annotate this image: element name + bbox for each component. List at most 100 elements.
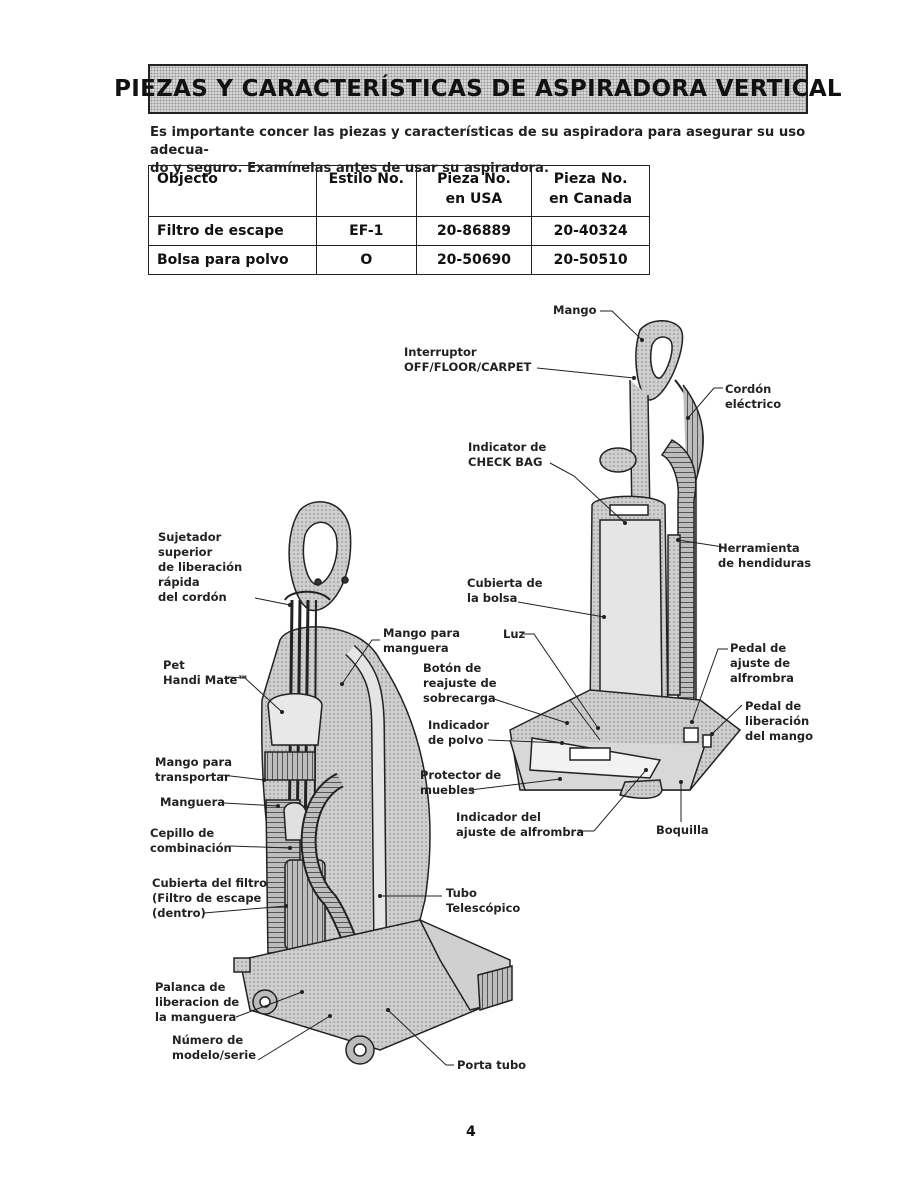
label-boton-sobrecarga: Botón de reajuste de sobrecarga (423, 661, 497, 706)
label-pedal-alfombra-line3: alfrombra (730, 671, 794, 685)
table-cell: 20-50690 (415, 245, 533, 275)
label-palanca: Palanca de liberacion de la manguera (155, 980, 239, 1025)
label-cordon-line2: eléctrico (725, 397, 782, 411)
label-interruptor-line1: Interruptor (404, 345, 477, 359)
label-porta-tubo: Porta tubo (457, 1058, 527, 1072)
leader-arrowheads (262, 338, 714, 1018)
table-cell: O (316, 245, 417, 275)
page-title: PIEZAS Y CARACTERÍSTICAS DE ASPIRADORA V… (114, 76, 842, 102)
label-herramienta-line1: Herramienta (718, 541, 800, 555)
label-interruptor-line2: OFF/FLOOR/CARPET (404, 360, 532, 374)
front-vacuum-illustration (509, 320, 742, 800)
table-row: Filtro de escape EF-1 20-86889 20-40324 (148, 216, 650, 246)
label-boton-line1: Botón de (423, 661, 482, 675)
table-row: Bolsa para polvo O 20-50690 20-50510 (148, 245, 650, 275)
label-check-bag-line1: Indicator de (468, 440, 547, 454)
rear-vacuum-illustration (233, 501, 513, 1065)
label-cubierta-filtro-line1: Cubierta del filtro (152, 876, 268, 890)
label-protector-line2: muebles (420, 783, 475, 797)
label-boquilla: Boquilla (656, 823, 709, 837)
label-mango-transportar-line1: Mango para (155, 755, 232, 769)
label-pedal-mango-line2: liberación (745, 714, 810, 728)
label-palanca-line1: Palanca de (155, 980, 226, 994)
table-cell: Bolsa para polvo (148, 245, 317, 275)
label-pet-line1: Pet (163, 658, 185, 672)
table-cell: Filtro de escape (148, 216, 317, 246)
label-luz: Luz (503, 627, 526, 641)
label-indicador-polvo: Indicador de polvo (428, 718, 489, 748)
label-numero-line1: Número de (172, 1033, 244, 1047)
header-estilo-text: Estilo No. (328, 171, 404, 187)
table-cell: 20-40324 (531, 216, 650, 246)
label-protector-muebles: Protector de muebles (420, 768, 501, 798)
label-cubierta-filtro-line3: (dentro) (152, 906, 206, 920)
label-pedal-alfombra: Pedal de ajuste de alfrombra (730, 641, 794, 686)
leader-lines (203, 310, 743, 1066)
label-sujetador: Sujetador superior de liberación rápida … (158, 530, 242, 605)
table-cell: 20-50510 (531, 245, 650, 275)
label-interruptor: Interruptor OFF/FLOOR/CARPET (404, 345, 531, 375)
label-check-bag-line2: CHECK BAG (468, 455, 543, 469)
parts-table: Objecto Estilo No. Pieza No. en USA Piez… (148, 165, 650, 275)
label-indicador-ajuste-line1: Indicador del (456, 810, 541, 824)
table-cell: 20-86889 (415, 216, 533, 246)
label-indicador-check-bag: Indicator de CHECK BAG (468, 440, 546, 470)
label-mango: Mango (553, 303, 597, 317)
label-cepillo-line2: combinación (150, 841, 232, 855)
label-pedal-alfombra-line2: ajuste de (730, 656, 791, 670)
header-pieza-usa-line1: Pieza No. (437, 171, 511, 187)
label-tubo-telescopico: Tubo Telescópico (446, 886, 520, 916)
label-cubierta-filtro: Cubierta del filtro (Filtro de escape (d… (152, 876, 267, 921)
label-mango-transportar-line2: transportar (155, 770, 230, 784)
label-indicador-polvo-line1: Indicador (428, 718, 490, 732)
label-boton-line2: reajuste de (423, 676, 497, 690)
page-number: 4 (466, 1124, 476, 1140)
label-cubierta-bolsa-line2: la bolsa (467, 591, 518, 605)
label-indicador-ajuste-line2: ajuste de alfrombra (456, 825, 584, 839)
label-cubierta-filtro-line2: (Filtro de escape (152, 891, 262, 905)
label-sujetador-line1: Sujetador (158, 530, 222, 544)
label-palanca-line3: la manguera (155, 1010, 237, 1024)
label-indicador-ajuste-alfombra: Indicador del ajuste de alfrombra (456, 810, 584, 840)
label-pet-handi-mate: Pet Handi Mate™ (163, 658, 249, 688)
label-mango-transportar: Mango para transportar (155, 755, 232, 785)
label-mango-manguera-line2: manguera (383, 641, 449, 655)
label-sujetador-line3: de liberación (158, 560, 243, 574)
label-mango-manguera-line1: Mango para (383, 626, 460, 640)
table-header-row: Objecto Estilo No. Pieza No. en USA Piez… (148, 165, 650, 217)
header-pieza-canada-line2: en Canada (549, 191, 633, 207)
intro-line-1: Es importante concer las piezas y caract… (150, 125, 806, 158)
label-cepillo-line1: Cepillo de (150, 826, 215, 840)
label-sujetador-line2: superior (158, 545, 213, 559)
label-manguera: Manguera (160, 795, 226, 809)
label-numero-modelo: Número de modelo/serie (172, 1033, 256, 1063)
label-herramienta: Herramienta de hendiduras (718, 541, 811, 571)
header-pieza-canada: Pieza No. en Canada (531, 165, 650, 217)
label-pedal-mango: Pedal de liberación del mango (745, 699, 813, 744)
label-pedal-mango-line1: Pedal de (745, 699, 802, 713)
label-cubierta-bolsa-line1: Cubierta de (467, 576, 543, 590)
label-tubo-line1: Tubo (446, 886, 477, 900)
header-pieza-usa-line2: en USA (445, 191, 503, 207)
label-indicador-polvo-line2: de polvo (428, 733, 484, 747)
header-objecto-text: Objecto (157, 171, 218, 187)
label-pet-line2: Handi Mate™ (163, 673, 249, 687)
header-objecto: Objecto (148, 165, 317, 217)
label-palanca-line2: liberacion de (155, 995, 240, 1009)
label-boton-line3: sobrecarga (423, 691, 496, 705)
label-protector-line1: Protector de (420, 768, 502, 782)
label-herramienta-line2: de hendiduras (718, 556, 812, 570)
label-tubo-line2: Telescópico (446, 901, 521, 915)
label-mango-manguera: Mango para manguera (383, 626, 460, 656)
label-sujetador-line5: del cordón (158, 590, 227, 604)
title-banner: PIEZAS Y CARACTERÍSTICAS DE ASPIRADORA V… (114, 64, 842, 114)
label-pedal-mango-line3: del mango (745, 729, 814, 743)
label-cubierta-bolsa: Cubierta de la bolsa (467, 576, 543, 606)
label-cepillo: Cepillo de combinación (150, 826, 232, 856)
header-pieza-usa: Pieza No. en USA (415, 165, 533, 217)
label-cordon-line1: Cordón (725, 382, 772, 396)
label-numero-line2: modelo/serie (172, 1048, 257, 1062)
label-pedal-alfombra-line1: Pedal de (730, 641, 787, 655)
label-cordon-electrico: Cordón eléctrico (725, 382, 781, 412)
